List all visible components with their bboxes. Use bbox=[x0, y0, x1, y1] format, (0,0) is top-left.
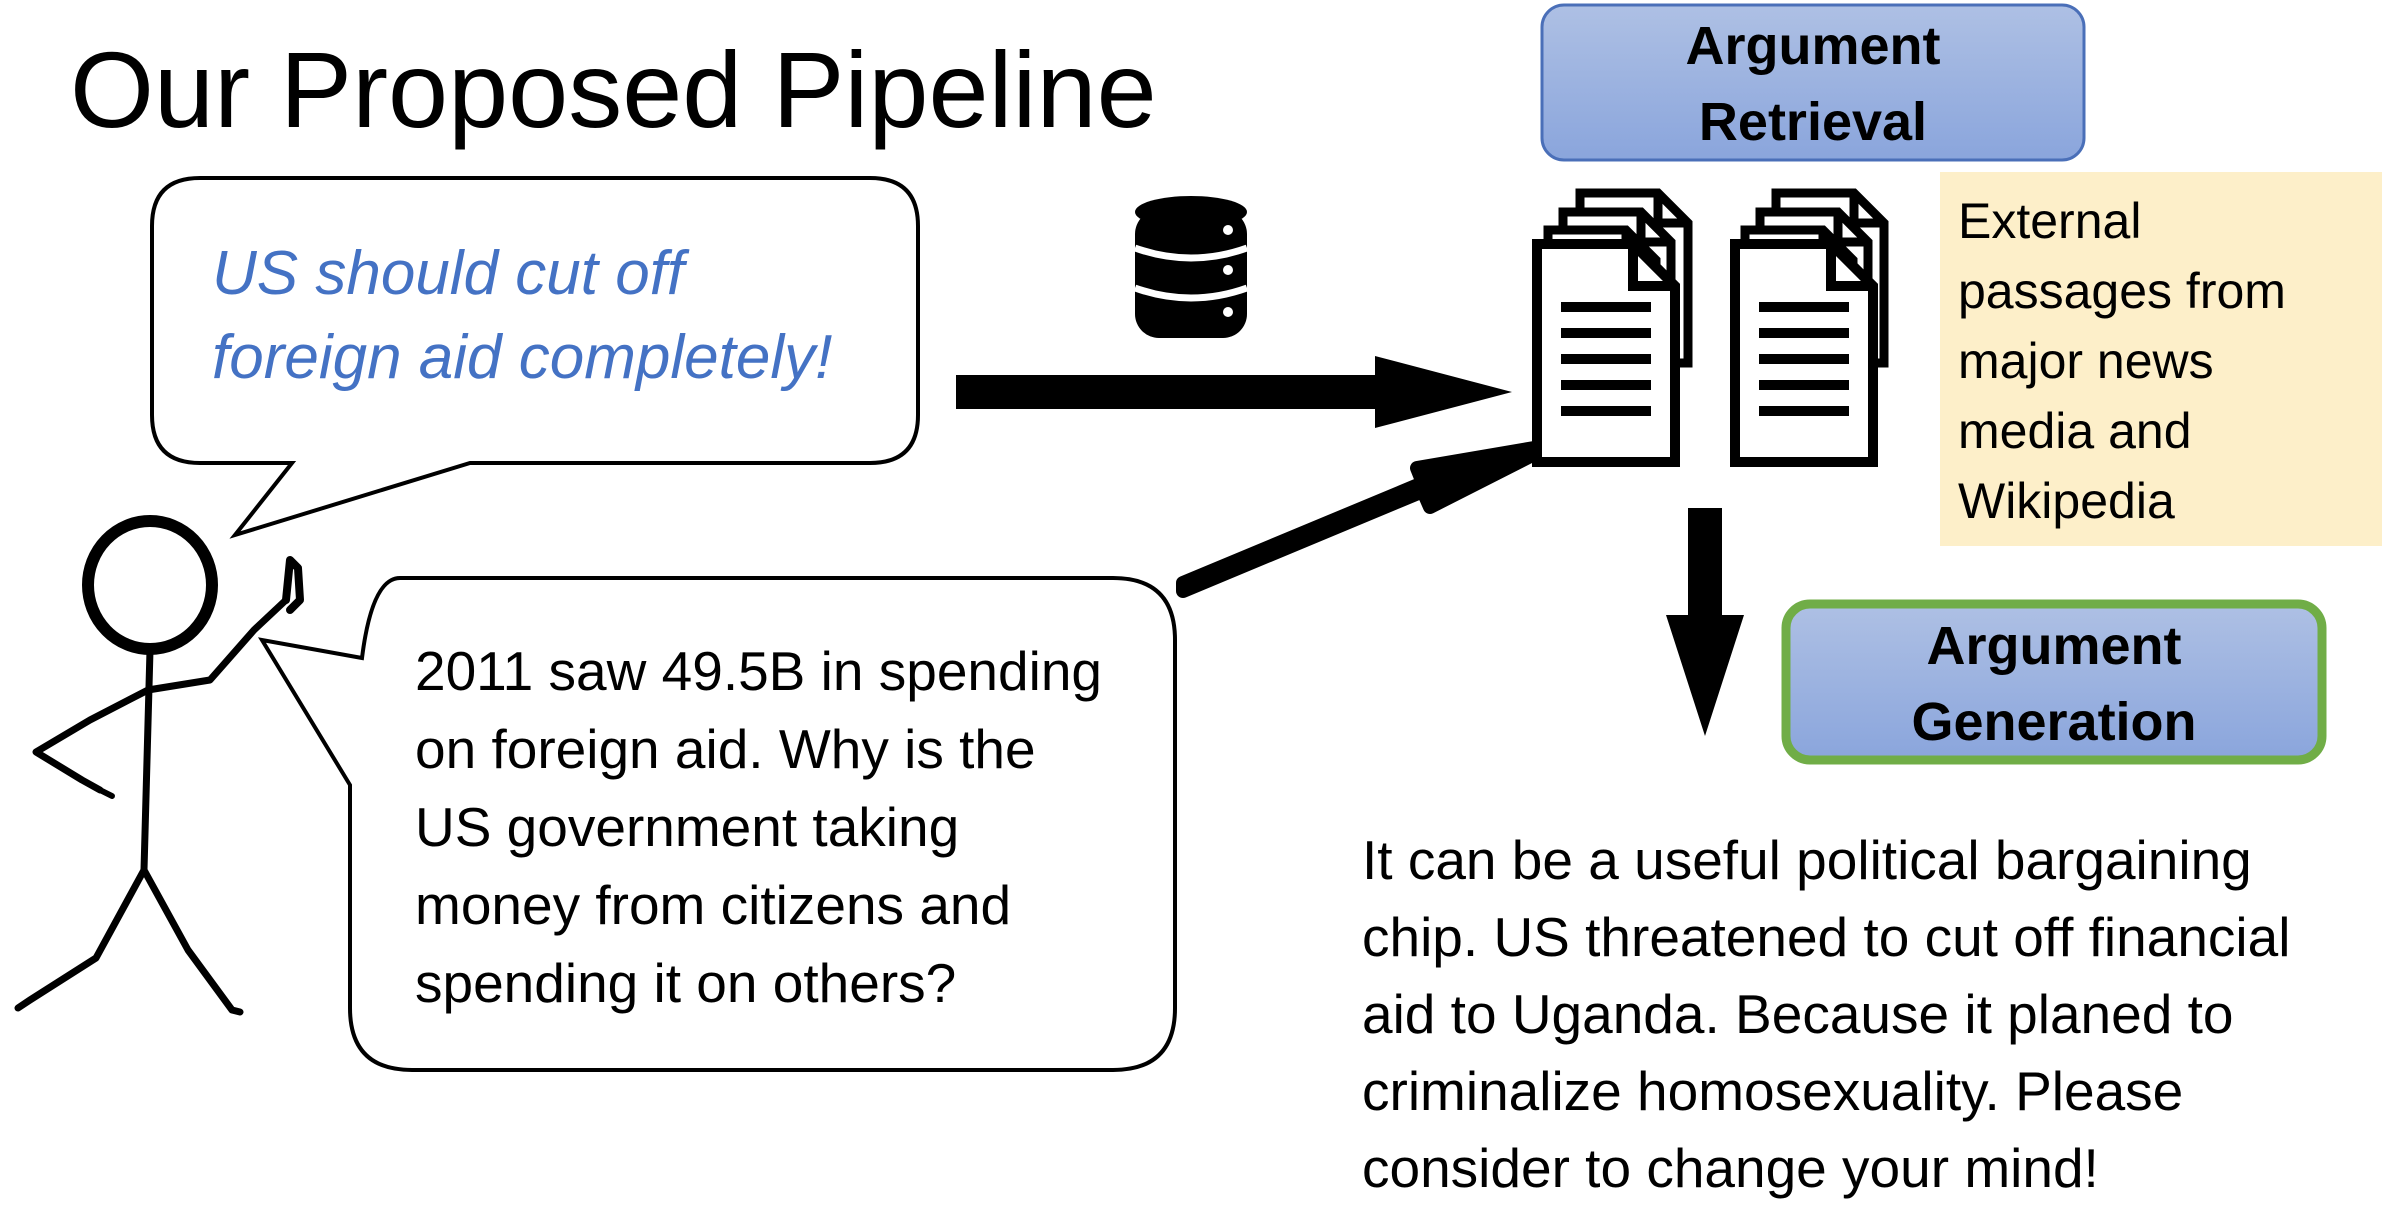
external-sources-note bbox=[1940, 172, 2382, 546]
database-icon bbox=[1133, 196, 1249, 338]
arrow-to-retrieval bbox=[956, 356, 1512, 428]
argument-retrieval-box bbox=[1540, 3, 2086, 162]
reason-speech-bubble bbox=[257, 576, 1177, 1072]
slide-title: Our Proposed Pipeline bbox=[70, 29, 1157, 150]
claim-text: US should cut off foreign aid completely… bbox=[212, 239, 833, 392]
argument-generation-label: Argument Generation bbox=[1911, 616, 2197, 752]
document-stack-icon bbox=[1735, 193, 1884, 462]
external-sources-text: External passages from major news media … bbox=[1958, 193, 2286, 529]
stick-figure-icon bbox=[14, 515, 304, 1016]
arrow-to-generation bbox=[1666, 508, 1744, 736]
generated-argument-text: It can be a useful political bargaining … bbox=[1362, 829, 2291, 1199]
argument-generation-box bbox=[1781, 599, 2327, 765]
argument-retrieval-label: Argument Retrieval bbox=[1685, 16, 1941, 152]
arrow-evidence-to-retrieval bbox=[1176, 438, 1559, 598]
reason-text: 2011 saw 49.5B in spending on foreign ai… bbox=[415, 640, 1102, 1014]
document-stack-icon bbox=[1537, 193, 1688, 462]
claim-speech-bubble bbox=[150, 176, 920, 539]
